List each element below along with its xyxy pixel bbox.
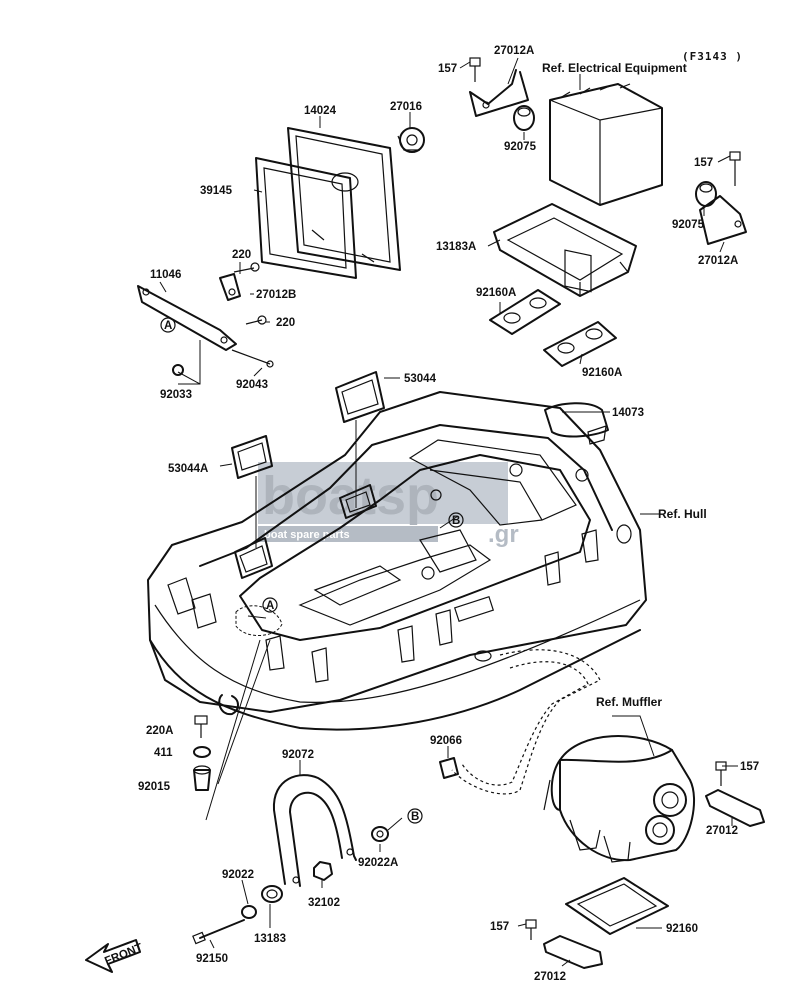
label-39145: 39145	[200, 185, 233, 197]
bolt-92043	[231, 349, 274, 368]
nut-92033	[172, 364, 184, 376]
watermark-sub: boat spare parts	[264, 529, 350, 541]
bracket-27012A-top	[469, 69, 529, 117]
label-92066: 92066	[430, 735, 462, 747]
ref-muffler-label: Ref. Muffler	[596, 695, 662, 709]
label-92075-left: 92075	[504, 141, 537, 153]
label-92043: 92043	[236, 379, 268, 391]
rubber-92075-right	[695, 181, 717, 207]
gasket-53044	[335, 371, 385, 423]
front-label: FRONT	[103, 942, 144, 968]
battery-tray	[493, 203, 637, 297]
gasket-53044A	[231, 435, 273, 479]
ref-electrical-label: Ref. Electrical Equipment	[542, 61, 687, 75]
front-arrow: FRONT	[85, 939, 144, 973]
grommet-13183	[261, 885, 283, 903]
svg-text:B: B	[452, 515, 460, 527]
label-32102: 32102	[308, 897, 340, 909]
pad-92160	[565, 877, 669, 935]
diagram-code: (F3143 )	[682, 50, 743, 63]
label-27012-bottom: 27012	[534, 971, 566, 983]
label-92150: 92150	[196, 953, 228, 965]
bolt-157-bottom	[525, 919, 537, 940]
label-92072: 92072	[282, 749, 314, 761]
marker-b-right: B	[407, 808, 423, 824]
collar-92015	[193, 765, 211, 791]
label-92015: 92015	[138, 781, 171, 793]
washer-92022A	[371, 826, 389, 842]
washer-92022	[241, 905, 257, 919]
label-92160A-bottom: 92160A	[582, 367, 622, 379]
marker-b-hull: B	[448, 512, 464, 528]
label-14073: 14073	[612, 407, 644, 419]
label-157-top: 157	[438, 63, 457, 75]
fitting-92066	[439, 757, 459, 779]
battery	[549, 83, 663, 293]
label-13183: 13183	[254, 933, 286, 945]
bracket-27012B	[219, 273, 241, 301]
marker-a-left: A	[160, 317, 176, 333]
pad-92160A-bottom	[543, 321, 617, 367]
pad-92160A-top	[489, 289, 561, 335]
bolt-92150	[192, 919, 245, 945]
screw-220-top	[233, 262, 260, 273]
bracket-27012-bottom	[543, 935, 603, 969]
label-92033: 92033	[160, 389, 192, 401]
bracket-27012A-right	[699, 195, 747, 245]
label-92022A: 92022A	[358, 857, 398, 869]
label-27012-muffler: 27012	[706, 825, 738, 837]
lock-27016	[397, 127, 425, 153]
label-14024: 14024	[304, 105, 337, 117]
label-157-bottom: 157	[490, 921, 509, 933]
label-157-right: 157	[694, 157, 713, 169]
watermark: boatsp boat spare parts .gr	[258, 462, 519, 548]
part-labels: (F3143 ) Ref. Electrical Equipment Ref. …	[138, 45, 759, 983]
leader-lines	[159, 57, 738, 967]
strap-92072	[272, 774, 357, 887]
label-220-top: 220	[232, 249, 251, 261]
hatch-lids	[234, 484, 377, 579]
label-220-mid: 220	[276, 317, 295, 329]
label-92022: 92022	[222, 869, 254, 881]
rubber-92075-left	[513, 105, 535, 131]
bolt-157-top	[469, 57, 481, 82]
label-411: 411	[154, 747, 173, 759]
label-13183A: 13183A	[436, 241, 476, 253]
svg-text:A: A	[164, 320, 172, 332]
nut-32102	[313, 861, 333, 881]
marker-a-hull: A	[262, 597, 278, 613]
svg-text:B: B	[411, 811, 419, 823]
bolt-157-right	[729, 151, 741, 186]
bolt-220A	[194, 715, 208, 738]
ref-hull-label: Ref. Hull	[658, 507, 707, 521]
cover-14073	[544, 402, 609, 445]
hull-tray	[147, 391, 647, 731]
muffler	[543, 735, 695, 863]
label-92160A-top: 92160A	[476, 287, 516, 299]
watermark-suffix: .gr	[488, 521, 519, 548]
plate-11046	[137, 285, 237, 351]
label-11046: 11046	[150, 269, 181, 281]
washer-411	[193, 746, 211, 758]
label-92075-right: 92075	[672, 219, 705, 231]
label-27012B: 27012B	[256, 289, 296, 301]
label-53044: 53044	[404, 373, 437, 385]
label-157-muffler: 157	[740, 761, 759, 773]
label-27012A-top: 27012A	[494, 45, 534, 57]
label-27016: 27016	[390, 101, 422, 113]
label-92160: 92160	[666, 923, 698, 935]
label-53044A: 53044A	[168, 463, 208, 475]
label-220A: 220A	[146, 725, 174, 737]
svg-text:A: A	[266, 600, 274, 612]
bracket-27012-muffler	[705, 789, 765, 827]
storage-lid	[255, 127, 401, 279]
label-27012A-right: 27012A	[698, 255, 738, 267]
screw-220-mid	[245, 315, 267, 325]
exhaust-hose	[451, 649, 601, 795]
